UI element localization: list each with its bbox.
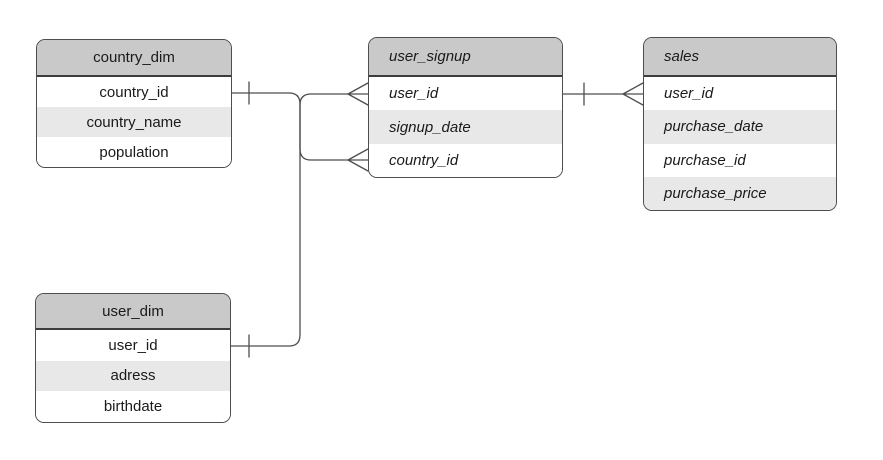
field-row[interactable]: user_id [644, 77, 836, 111]
crows-foot-icon [622, 82, 644, 106]
entity-sales[interactable]: sales user_id purchase_date purchase_id … [643, 37, 837, 212]
field-row[interactable]: user_id [369, 77, 562, 111]
field-row[interactable]: purchase_date [644, 110, 836, 144]
connector-line[interactable] [230, 93, 349, 347]
field-row[interactable]: adress [36, 360, 230, 392]
field-row[interactable]: purchase_id [644, 143, 836, 177]
entity-title[interactable]: sales [644, 38, 836, 77]
field-row[interactable]: country_id [369, 143, 562, 178]
entity-user-signup[interactable]: user_signup user_id signup_date country_… [368, 37, 563, 179]
entity-title[interactable]: user_signup [369, 38, 562, 77]
entity-title[interactable]: user_dim [36, 294, 230, 330]
entity-title[interactable]: country_dim [37, 40, 231, 77]
entity-user-dim[interactable]: user_dim user_id adress birthdate [35, 293, 231, 423]
relationship-user-signup-to-sales[interactable] [562, 82, 644, 106]
crows-foot-icon [347, 82, 369, 106]
field-row[interactable]: population [37, 137, 231, 167]
field-row[interactable]: country_id [37, 77, 231, 107]
field-row[interactable]: user_id [36, 330, 230, 361]
entity-country-dim[interactable]: country_dim country_id country_name popu… [36, 39, 232, 168]
field-row[interactable]: purchase_price [644, 176, 836, 211]
relationship-user-dim-to-user-signup[interactable] [230, 82, 369, 358]
field-row[interactable]: birthdate [36, 391, 230, 422]
field-row[interactable]: signup_date [369, 110, 562, 144]
field-row[interactable]: country_name [37, 107, 231, 137]
crows-foot-icon [347, 148, 369, 172]
